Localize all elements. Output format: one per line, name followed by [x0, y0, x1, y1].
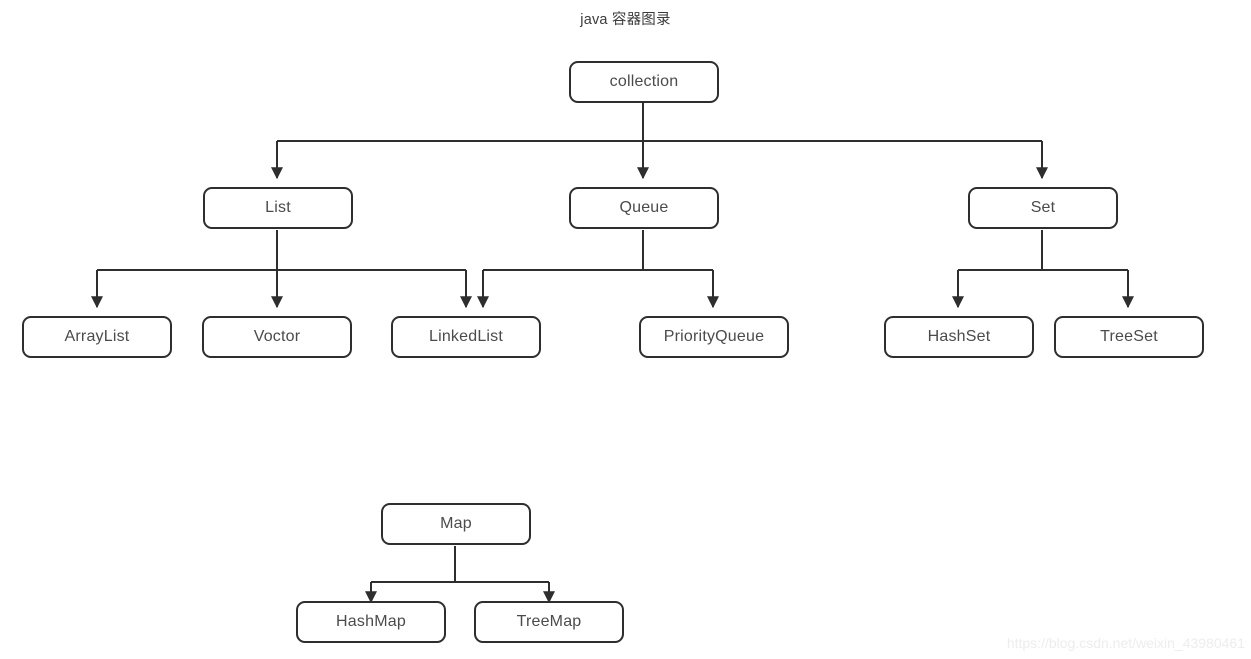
node-collection[interactable]: collection [569, 61, 719, 103]
node-voctor[interactable]: Voctor [202, 316, 352, 358]
node-set[interactable]: Set [968, 187, 1118, 229]
node-arraylist[interactable]: ArrayList [22, 316, 172, 358]
node-list[interactable]: List [203, 187, 353, 229]
node-treeset[interactable]: TreeSet [1054, 316, 1204, 358]
node-hashmap[interactable]: HashMap [296, 601, 446, 643]
node-linkedlist[interactable]: LinkedList [391, 316, 541, 358]
node-map[interactable]: Map [381, 503, 531, 545]
node-hashset[interactable]: HashSet [884, 316, 1034, 358]
watermark-text: https://blog.csdn.net/weixin_43980461 [1006, 635, 1245, 651]
node-treemap[interactable]: TreeMap [474, 601, 624, 643]
page-title: java 容器图录 [580, 12, 671, 28]
node-priorityqueue[interactable]: PriorityQueue [639, 316, 789, 358]
node-queue[interactable]: Queue [569, 187, 719, 229]
